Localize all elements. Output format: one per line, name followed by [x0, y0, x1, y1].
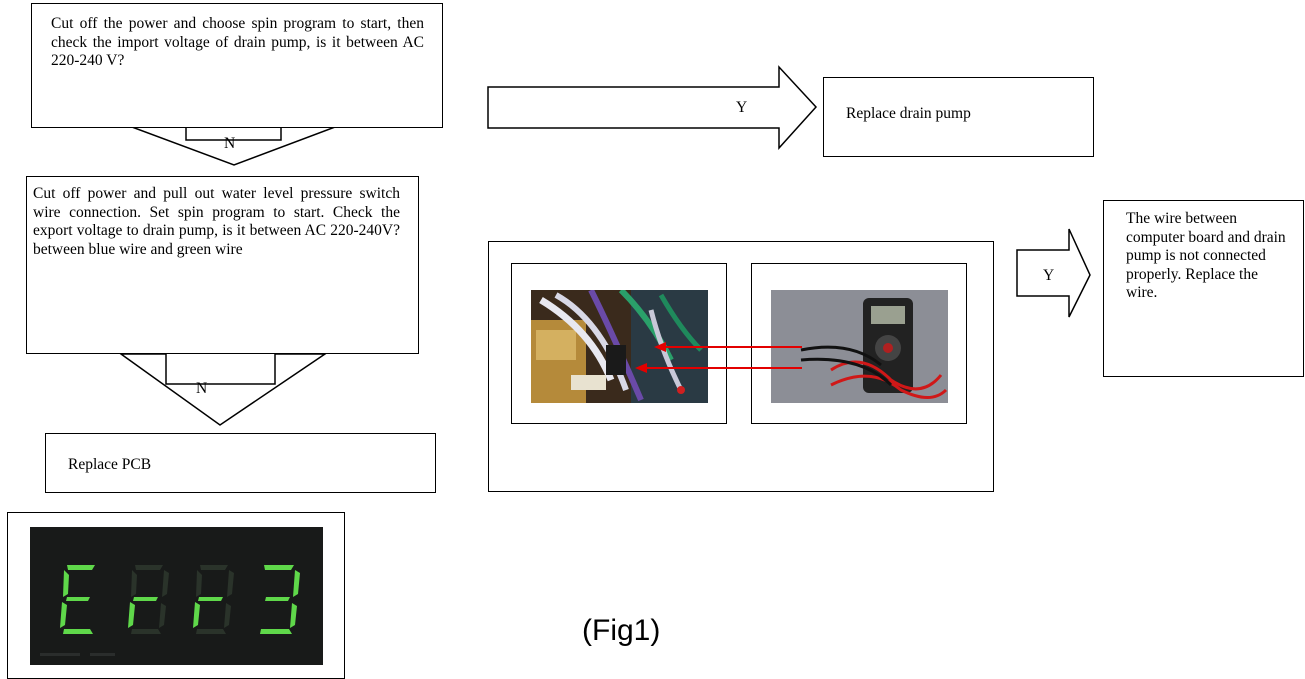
arrow-down-step2-no [118, 353, 328, 426]
replace-wire-box [1103, 200, 1304, 377]
step1-yes-label: Y [736, 99, 748, 116]
step2-question-text: Cut off power and pull out water level p… [33, 185, 400, 258]
figure-caption: (Fig1) [582, 614, 661, 647]
step2-question-box [26, 176, 419, 354]
arrow-down-step1-no [131, 126, 336, 166]
step1-question-text: Cut off the power and choose spin progra… [51, 15, 424, 70]
replace-pump-text: Replace drain pump [846, 105, 971, 122]
digit-r1 [128, 565, 169, 634]
digit-E [60, 565, 95, 634]
replace-wire-text: The wire between computer board and drai… [1126, 210, 1286, 302]
step2-no-label: N [196, 380, 208, 397]
digit-r2 [193, 565, 234, 634]
step2-yes-label: Y [1043, 267, 1055, 284]
replace-pcb-box [45, 433, 436, 493]
arrow-right-step1-yes [487, 65, 818, 150]
replace-pcb-text: Replace PCB [68, 456, 152, 473]
step1-no-label: N [224, 135, 236, 152]
error-display-lcd [30, 527, 323, 665]
arrow-right-step2-yes [1016, 228, 1091, 318]
probe-arrow-lower-head [635, 363, 647, 373]
probe-arrow-upper-head [654, 342, 666, 352]
digit-3 [260, 565, 300, 634]
replace-pump-box [823, 77, 1094, 157]
error-code-segments [40, 565, 300, 656]
step1-question-box [31, 3, 443, 128]
